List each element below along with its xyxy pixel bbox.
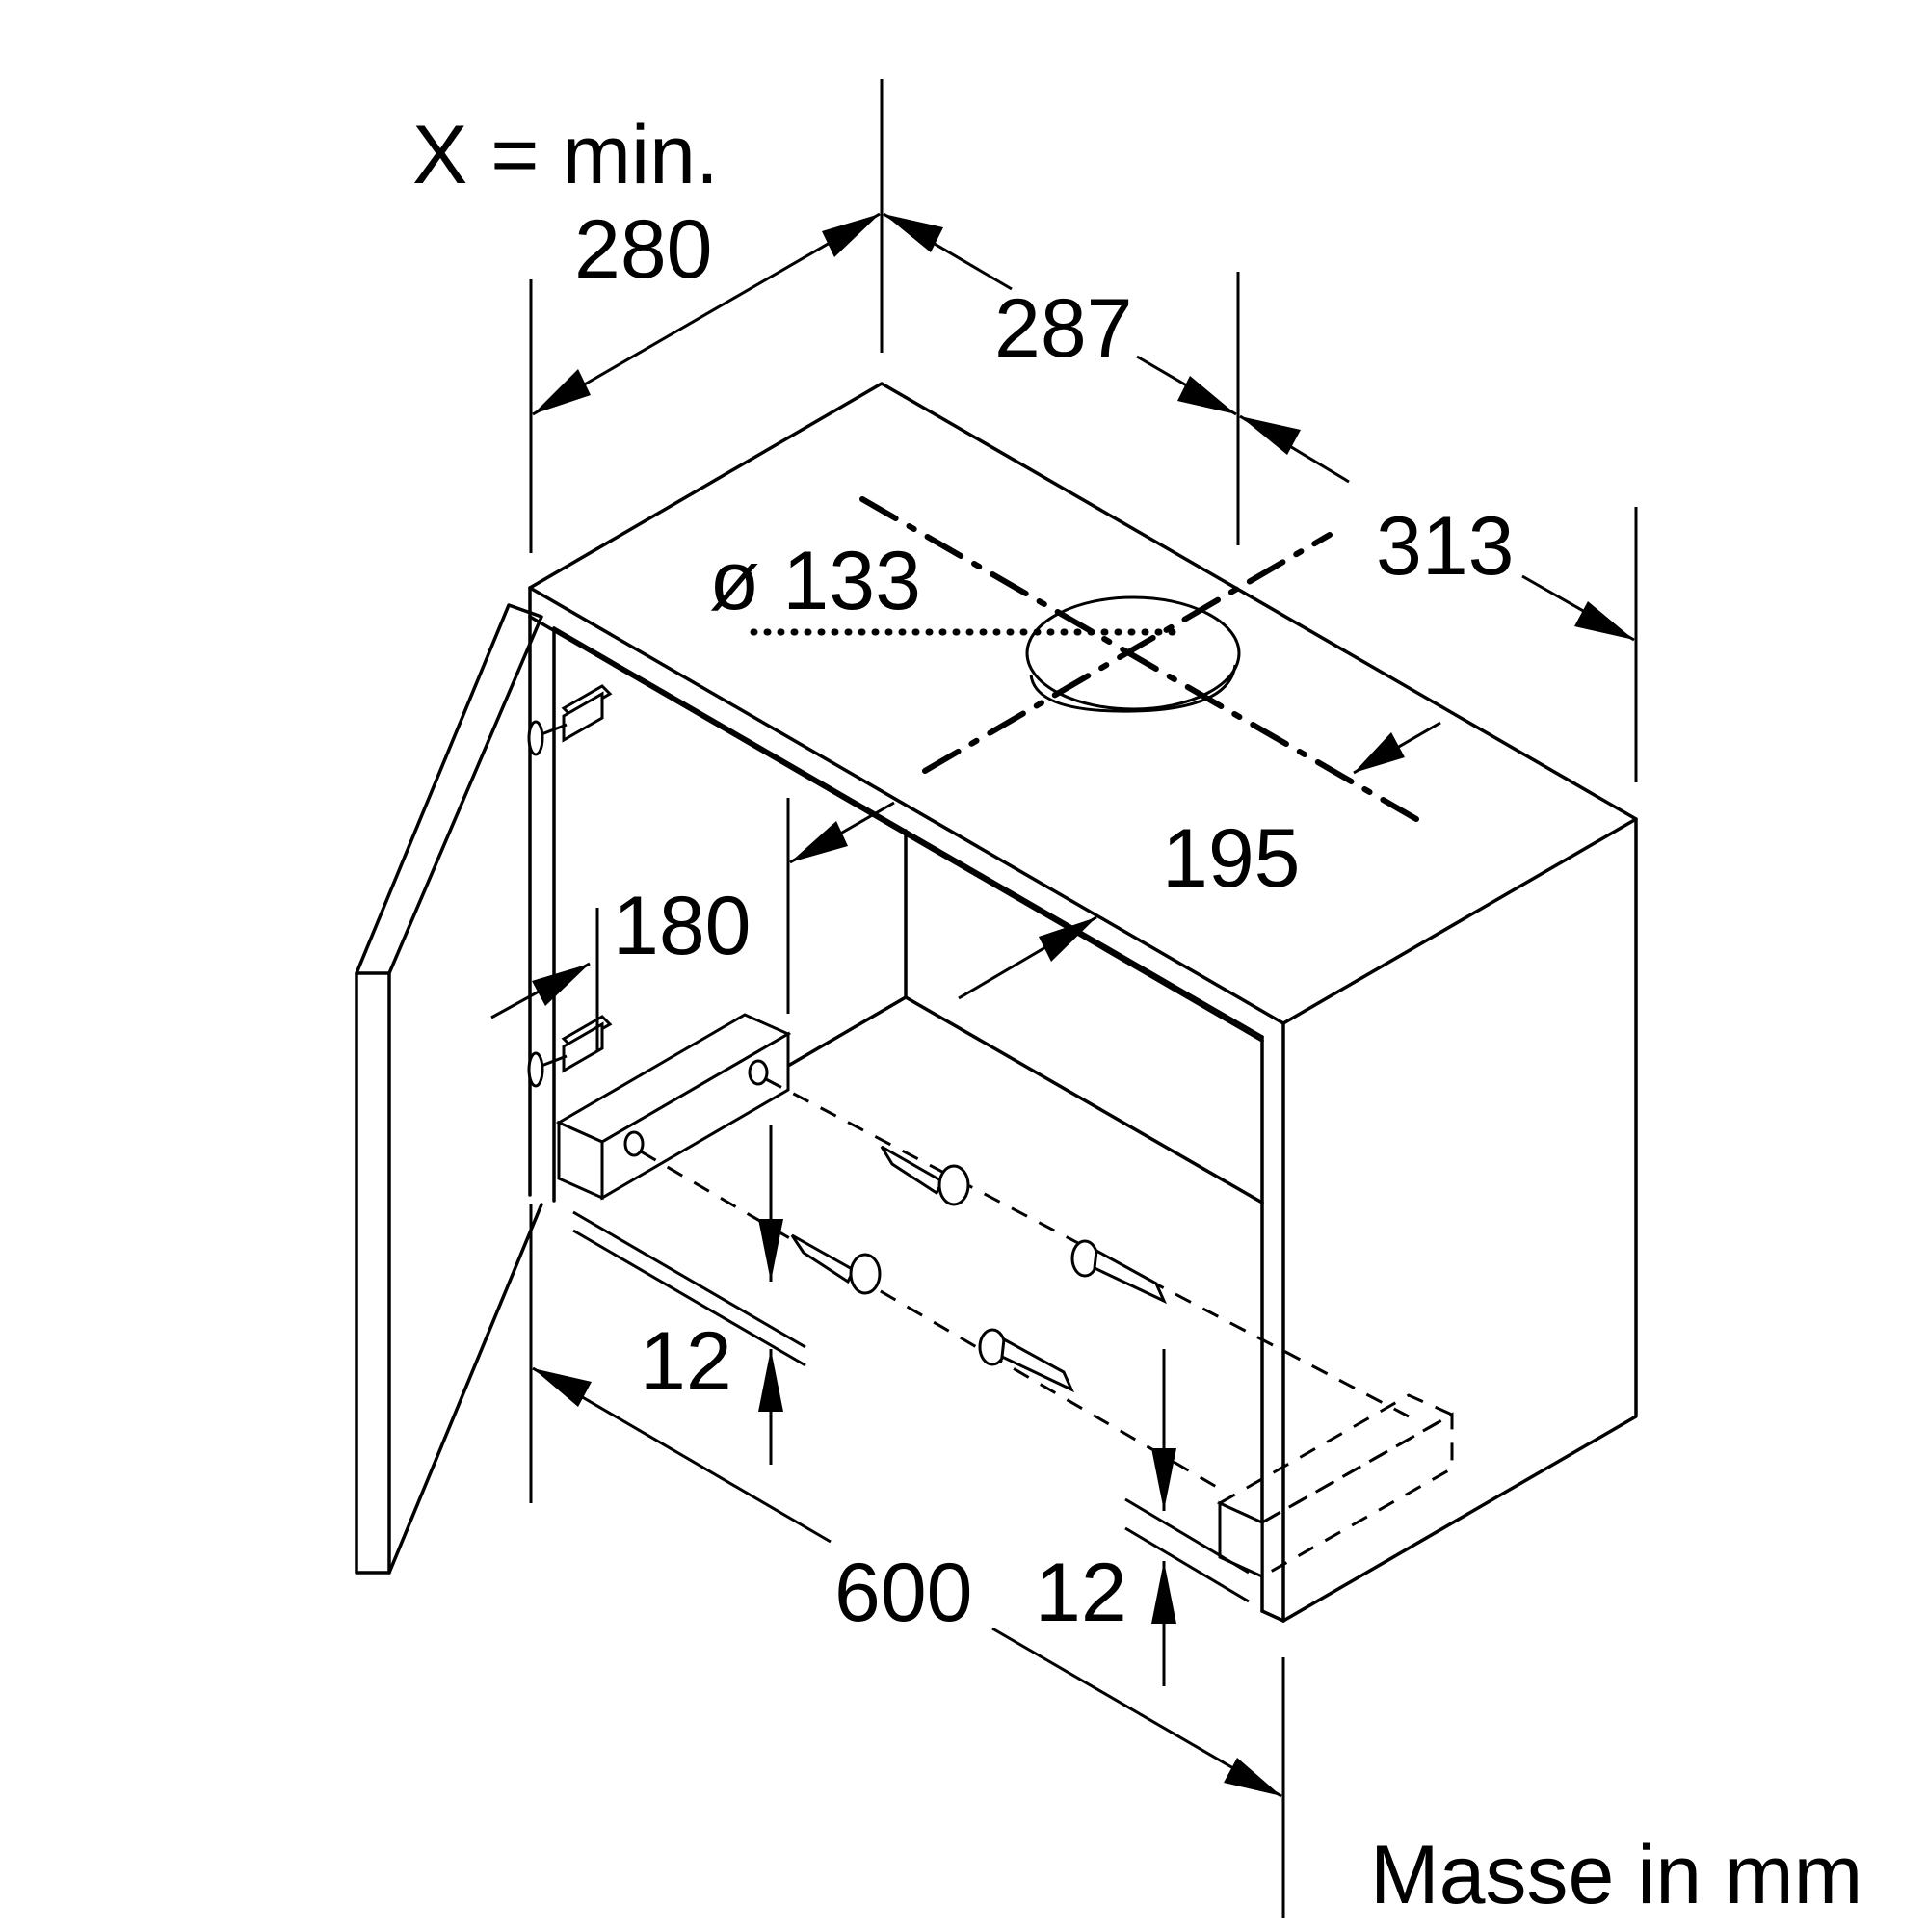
dim-195-label: 195 xyxy=(1162,812,1301,905)
centerline-a xyxy=(859,496,1419,822)
units-label: Masse in mm xyxy=(1370,1829,1862,1921)
screw-3 xyxy=(1070,1239,1168,1305)
centerline-b xyxy=(922,532,1333,774)
door-panel xyxy=(355,603,543,1575)
screw-1 xyxy=(880,1145,970,1206)
dim-12-left xyxy=(572,1125,806,1465)
screw-axis-front xyxy=(640,1150,1221,1491)
dim-12-right-label: 12 xyxy=(1035,1547,1127,1639)
dim-12-left-label: 12 xyxy=(640,1315,732,1408)
dim-287 xyxy=(883,212,1237,416)
dim-287-label: 287 xyxy=(994,282,1133,375)
dim-280-label: 280 xyxy=(574,203,713,296)
dim-313 xyxy=(1239,414,1635,642)
cabinet-outline xyxy=(528,382,1638,1623)
hinge-top xyxy=(527,684,613,756)
x-min-label: X = min. xyxy=(412,109,719,201)
hinge-bottom xyxy=(527,1015,613,1088)
dim-600-label: 600 xyxy=(834,1547,973,1639)
screw-4 xyxy=(978,1328,1075,1393)
dim-180 xyxy=(490,962,591,1019)
dim-180-label: 180 xyxy=(613,880,752,972)
dim-280 xyxy=(532,212,881,416)
dim-12-right xyxy=(1124,1349,1250,1686)
dim-195 xyxy=(789,721,1441,1000)
mounting-rail-right xyxy=(1216,1393,1456,1579)
dim-600 xyxy=(532,1366,1282,1798)
screw-2 xyxy=(790,1233,882,1295)
duct-diameter-label: ø 133 xyxy=(709,535,921,627)
dim-313-label: 313 xyxy=(1376,500,1515,593)
